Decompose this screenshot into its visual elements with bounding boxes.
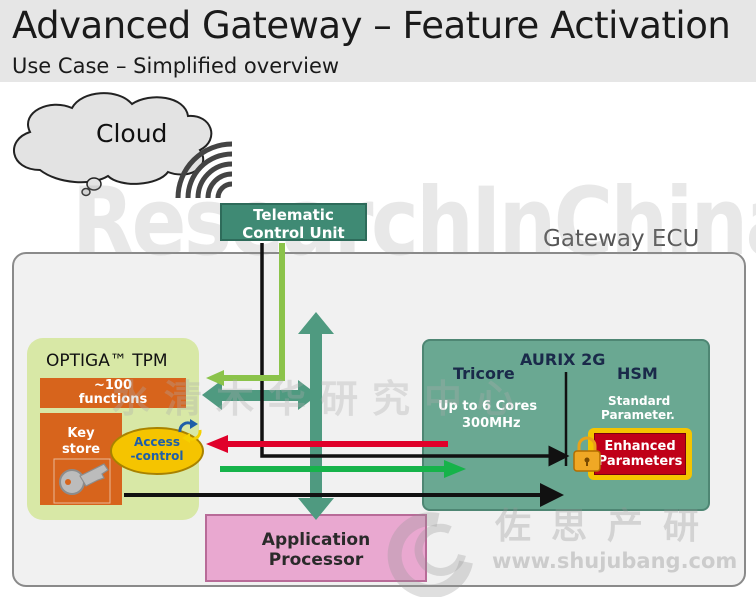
ap-label-line2: Processor	[268, 550, 364, 570]
ap-label-line1: Application	[261, 530, 371, 550]
access-line2: -control	[130, 449, 184, 463]
slide-title: Advanced Gateway – Feature Activation	[12, 4, 731, 47]
tcu-label-line1: Telematic	[253, 206, 334, 224]
padlock-icon	[573, 436, 601, 472]
watermark-chinese-bottom: 佐思产研	[495, 506, 720, 547]
hsm-label: HSM	[617, 364, 658, 383]
watermark-url: www.shujubang.com	[492, 549, 738, 573]
access-control-badge: Access -control	[111, 428, 203, 474]
tpm-title: OPTIGA™ TPM	[46, 351, 168, 371]
standard-param-line2: Parameter.	[601, 408, 675, 422]
enhanced-line1: Enhanced	[604, 439, 676, 454]
functions-line2: functions	[78, 392, 148, 407]
tricore-label: Tricore	[453, 364, 515, 383]
cloud-bubble-large	[86, 177, 102, 191]
cloud-bubble-small	[81, 187, 91, 197]
wireless-signal-icon	[175, 141, 233, 199]
cores-line1: Up to 6 Cores	[438, 399, 538, 414]
keystore-line2: store	[61, 442, 101, 457]
green-arrowhead	[444, 460, 466, 478]
bus-horizontal-arrow	[202, 380, 318, 410]
application-processor: Application Processor	[205, 514, 427, 582]
access-control-ellipse	[110, 427, 204, 475]
gateway-ecu-label: Gateway ECU	[543, 226, 700, 252]
cloud-shape	[13, 92, 213, 185]
access-line1: Access	[134, 435, 180, 449]
red-arrowhead	[206, 435, 228, 453]
light-green-arrow	[222, 243, 285, 381]
standard-param-line1: Standard	[608, 394, 671, 408]
slide-subtitle: Use Case – Simplified overview	[12, 54, 340, 78]
exchange-arrows-icon	[178, 419, 202, 443]
watermark-chinese-top: 水清木华研究中心	[112, 377, 529, 421]
aurix-title: AURIX 2G	[520, 350, 606, 369]
light-green-arrowhead	[206, 370, 224, 386]
tpm-functions-box: ~100 functions	[40, 378, 186, 408]
cloud-label: Cloud	[96, 119, 168, 148]
telematic-control-unit: Telematic Control Unit	[220, 203, 367, 242]
keystore-line1: Key	[67, 426, 95, 441]
functions-line1: ~100	[93, 378, 133, 393]
bus-vertical-arrow	[298, 312, 334, 520]
cores-line2: 300MHz	[462, 416, 521, 431]
watermark-researchinchina: ResearchInChina	[72, 168, 756, 277]
aurix-2g-block	[422, 339, 710, 511]
black-line-tcu-to-aurix	[260, 243, 570, 467]
key-icon	[53, 458, 111, 504]
header-bar	[0, 0, 756, 82]
watermark-logo-mark	[387, 512, 473, 597]
tcu-label-line2: Control Unit	[242, 224, 345, 242]
enhanced-line2: Parameters	[597, 454, 683, 469]
